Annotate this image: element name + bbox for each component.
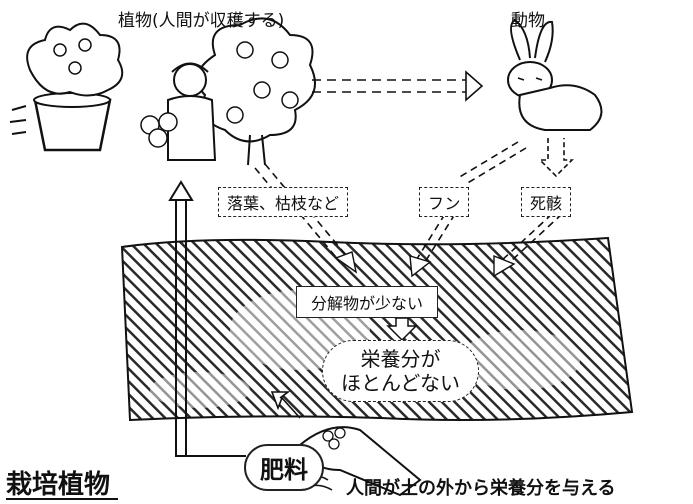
human-gives-nutrients-note: 人間が土の外から栄養分を与える xyxy=(346,478,616,499)
arrows-into-soil xyxy=(299,211,563,278)
nutrients-cloud: 栄養分が ほとんどない xyxy=(322,340,479,402)
arrow-plant-to-animal xyxy=(312,70,484,102)
arrow-fertilizer-to-plant xyxy=(168,180,246,457)
arrow-hand-to-nutrients xyxy=(270,391,301,419)
plant-harvest-label: 植物(人間が収穫する) xyxy=(118,11,285,31)
arrow-animal-to-carcass xyxy=(538,138,574,178)
soil-block xyxy=(120,236,634,422)
carcass-box: 死骸 xyxy=(521,187,572,217)
animal-label: 動物 xyxy=(511,11,545,31)
nutrients-line-2: ほとんどない xyxy=(341,371,460,395)
title-underline xyxy=(6,498,118,500)
potted-plant-icon xyxy=(9,22,124,152)
arrow-animal-to-feces xyxy=(457,141,527,185)
rabbit-icon xyxy=(507,18,603,131)
apple-tree-person-icon xyxy=(140,17,316,166)
page-title: 栽培植物 xyxy=(6,470,111,500)
decomposition-box: 分解物が少ない xyxy=(296,286,439,318)
nutrients-line-1: 栄養分が xyxy=(360,347,441,371)
arrow-decomp-to-nutrients xyxy=(386,317,418,342)
fertilizer-cloud: 肥料 xyxy=(244,444,324,491)
fallen-leaves-box: 落葉、枯枝など xyxy=(218,187,349,217)
feces-box: フン xyxy=(419,187,470,217)
